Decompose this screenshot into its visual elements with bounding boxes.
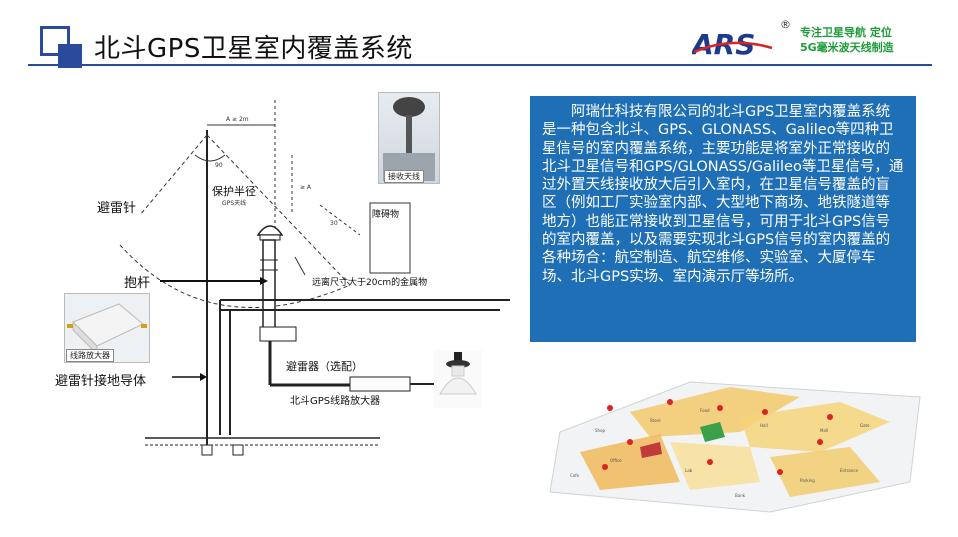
antenna-caption: 接收天线 xyxy=(384,170,424,183)
arrester-label: 避雷器（选配） xyxy=(286,360,363,373)
lightning-rod-label: 避雷针 xyxy=(97,201,137,216)
ars-logo: ARS xyxy=(692,28,773,58)
dim-a-label: A ≥ 2m xyxy=(226,116,249,123)
room-label-4: Hall xyxy=(760,423,768,428)
room-label-9: Parking xyxy=(800,478,815,483)
amplifier-label: 北斗GPS线路放大器 xyxy=(290,396,381,407)
a-arrow-label: ≥ A xyxy=(300,184,312,191)
room-label-5: Mall xyxy=(820,428,828,433)
logo-square-outline xyxy=(40,26,70,56)
room-label-11: Cafe xyxy=(570,473,580,478)
antenna-pole xyxy=(262,239,276,331)
gps-antenna-label: GPS天线 xyxy=(222,199,246,207)
dome-antenna-photo xyxy=(434,350,482,408)
installation-diagram: A ≥ 2m 90 ≥ A 30 障碍物 GPS天线 远离尺寸大于20cm的金属… xyxy=(119,100,510,456)
slogan-line-2: 5G毫米波天线制造 xyxy=(800,41,894,54)
room-label-12: Bank xyxy=(735,493,746,498)
metal-distance-label: 远离尺寸大于20cm的金属物 xyxy=(312,276,427,288)
room-label-10: Entrance xyxy=(840,468,858,473)
angle-90: 90 xyxy=(215,162,223,169)
registered-mark: ® xyxy=(780,18,791,31)
obstacle-label: 障碍物 xyxy=(372,208,399,220)
pole-label: 抱杆 xyxy=(124,276,151,291)
room-label-2: Store xyxy=(650,418,661,423)
description-text: 阿瑞仕科技有限公司的北斗GPS卫星室内覆盖系统是一种包含北斗、GPS、GLONA… xyxy=(542,104,904,285)
description-box: 阿瑞仕科技有限公司的北斗GPS卫星室内覆盖系统是一种包含北斗、GPS、GLONA… xyxy=(530,96,916,342)
antenna-photo xyxy=(378,92,440,184)
slogan-line-1: 专注卫星导航 定位 xyxy=(800,26,892,39)
room-label-7: Office xyxy=(610,458,622,463)
angle-30: 30 xyxy=(330,220,338,227)
slogan: 专注卫星导航 定位 5G毫米波天线制造 xyxy=(800,25,894,55)
ground-conductor-label: 避雷针接地导体 xyxy=(55,374,147,389)
room-label-3: Food xyxy=(700,408,710,413)
header-divider xyxy=(28,64,932,66)
amplifier-box xyxy=(349,376,411,392)
gps-antenna-dome xyxy=(256,225,284,236)
room-label-8: Lab xyxy=(685,468,693,473)
room-label-1: Shop xyxy=(595,428,606,433)
room-label-6: Gate xyxy=(860,423,870,428)
arrester-box xyxy=(259,326,297,342)
page-title: 北斗GPS卫星室内覆盖系统 xyxy=(94,34,413,64)
protection-radius-label: 保护半径 xyxy=(212,185,256,198)
floorplan-illustration: Shop Store Food Hall Mall Gate Office La… xyxy=(549,381,921,513)
amplifier-caption: 线路放大器 xyxy=(66,349,114,362)
